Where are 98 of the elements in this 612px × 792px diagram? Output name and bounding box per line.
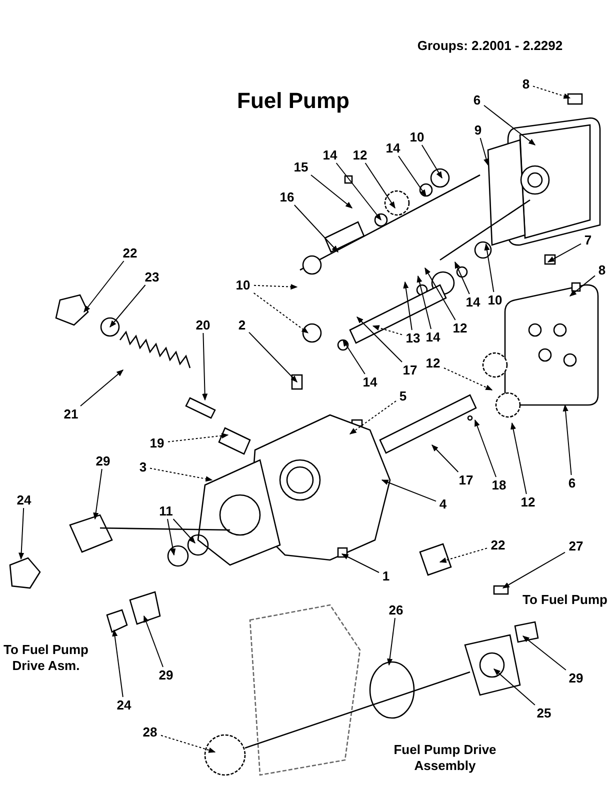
callout-number: 14 [424, 330, 442, 344]
leader-line [484, 243, 494, 292]
leader-line [254, 284, 298, 290]
leader-line [93, 468, 102, 520]
leader-line [421, 144, 442, 179]
assembly-caption: Fuel Pump Drive Assembly [392, 742, 498, 774]
leader-line [167, 518, 176, 556]
leader-line [356, 316, 402, 362]
callout-number: 7 [583, 232, 593, 248]
callout-number: 19 [148, 436, 166, 450]
leader-line [398, 156, 426, 197]
callout-number: 8 [597, 262, 607, 278]
callout-number: 22 [490, 538, 506, 552]
leader-line [424, 267, 456, 320]
callout-number: 21 [62, 406, 80, 422]
leader-line [474, 419, 496, 478]
leader-line [110, 284, 146, 328]
callout-number: 14 [384, 140, 402, 156]
leader-line [80, 370, 124, 406]
callout-number: 4 [438, 496, 448, 512]
callout-number: 17 [402, 362, 418, 378]
callout-number: 29 [158, 668, 174, 682]
leader-line [444, 368, 493, 390]
leader-line [403, 281, 412, 330]
leader-line [454, 261, 470, 294]
leader-line [432, 444, 459, 472]
leader-line [144, 615, 164, 668]
leader-line [294, 204, 338, 253]
callout-number: 26 [388, 602, 404, 618]
leader-line [202, 332, 208, 401]
leader-line [522, 636, 566, 670]
callout-number: 18 [490, 478, 508, 492]
callout-number: 20 [194, 318, 212, 332]
leader-line [372, 325, 402, 336]
leader-line [532, 86, 571, 99]
leader-line [18, 508, 24, 560]
callout-number: 10 [486, 292, 504, 308]
callout-number: 5 [398, 388, 408, 404]
leader-line [336, 162, 382, 221]
callout-number: 29 [94, 454, 112, 468]
leader-line [480, 138, 489, 166]
leader-line [562, 404, 572, 476]
callout-number: 28 [142, 724, 158, 740]
leader-line [569, 275, 596, 296]
leader-line [364, 162, 396, 209]
leader-line [381, 480, 436, 502]
callout-number: 12 [520, 494, 536, 510]
group-range-note: Groups: 2.2001 - 2.2292 [416, 38, 564, 54]
callout-number: 16 [278, 190, 296, 204]
leader-line [342, 339, 366, 374]
leader-line [248, 332, 298, 382]
leader-line [84, 260, 124, 313]
leader-line [439, 548, 488, 563]
callout-number: 3 [138, 460, 148, 474]
leader-line [547, 243, 582, 262]
leader-line [349, 400, 396, 434]
callout-number: 24 [116, 698, 132, 712]
leader-line [150, 468, 213, 482]
destination-note: To Fuel Pump Drive Asm. [2, 642, 90, 674]
callout-number: 27 [568, 538, 584, 554]
leader-line [510, 422, 527, 494]
callout-number: 1 [381, 568, 391, 584]
leader-line [341, 554, 380, 573]
callout-number: 10 [408, 130, 426, 144]
leader-line [172, 518, 196, 544]
callout-number: 8 [521, 76, 531, 92]
callout-number: 29 [568, 670, 584, 686]
callout-number: 9 [473, 122, 483, 138]
leader-line [310, 174, 353, 208]
leader-line [502, 552, 566, 588]
leader-line [493, 668, 536, 706]
callout-number: 24 [16, 492, 32, 508]
leader-line [484, 104, 536, 146]
callout-number: 13 [404, 330, 422, 346]
callout-number: 11 [158, 504, 174, 518]
callout-number: 25 [536, 706, 552, 720]
callout-number: 15 [292, 160, 310, 174]
callout-number: 2 [237, 318, 247, 332]
callout-number: 12 [452, 320, 468, 336]
callout-number: 22 [122, 246, 138, 260]
callout-number: 14 [362, 374, 378, 390]
callout-number: 12 [352, 148, 368, 162]
callout-number: 14 [464, 294, 482, 310]
callout-number: 23 [144, 270, 160, 284]
callout-number: 10 [234, 278, 252, 292]
callout-number: 6 [567, 476, 577, 490]
leader-line [112, 629, 124, 698]
callout-number: 14 [322, 148, 338, 162]
leader-line [387, 618, 396, 666]
callout-number: 6 [472, 92, 482, 108]
leader-line [168, 432, 229, 442]
callout-number: 17 [458, 472, 474, 488]
leader-line [160, 734, 216, 753]
leader-line [253, 292, 309, 334]
destination-note: To Fuel Pump [522, 592, 608, 608]
leader-line [416, 275, 432, 330]
callout-number: 12 [424, 356, 442, 370]
diagram-title: Fuel Pump [237, 88, 350, 114]
